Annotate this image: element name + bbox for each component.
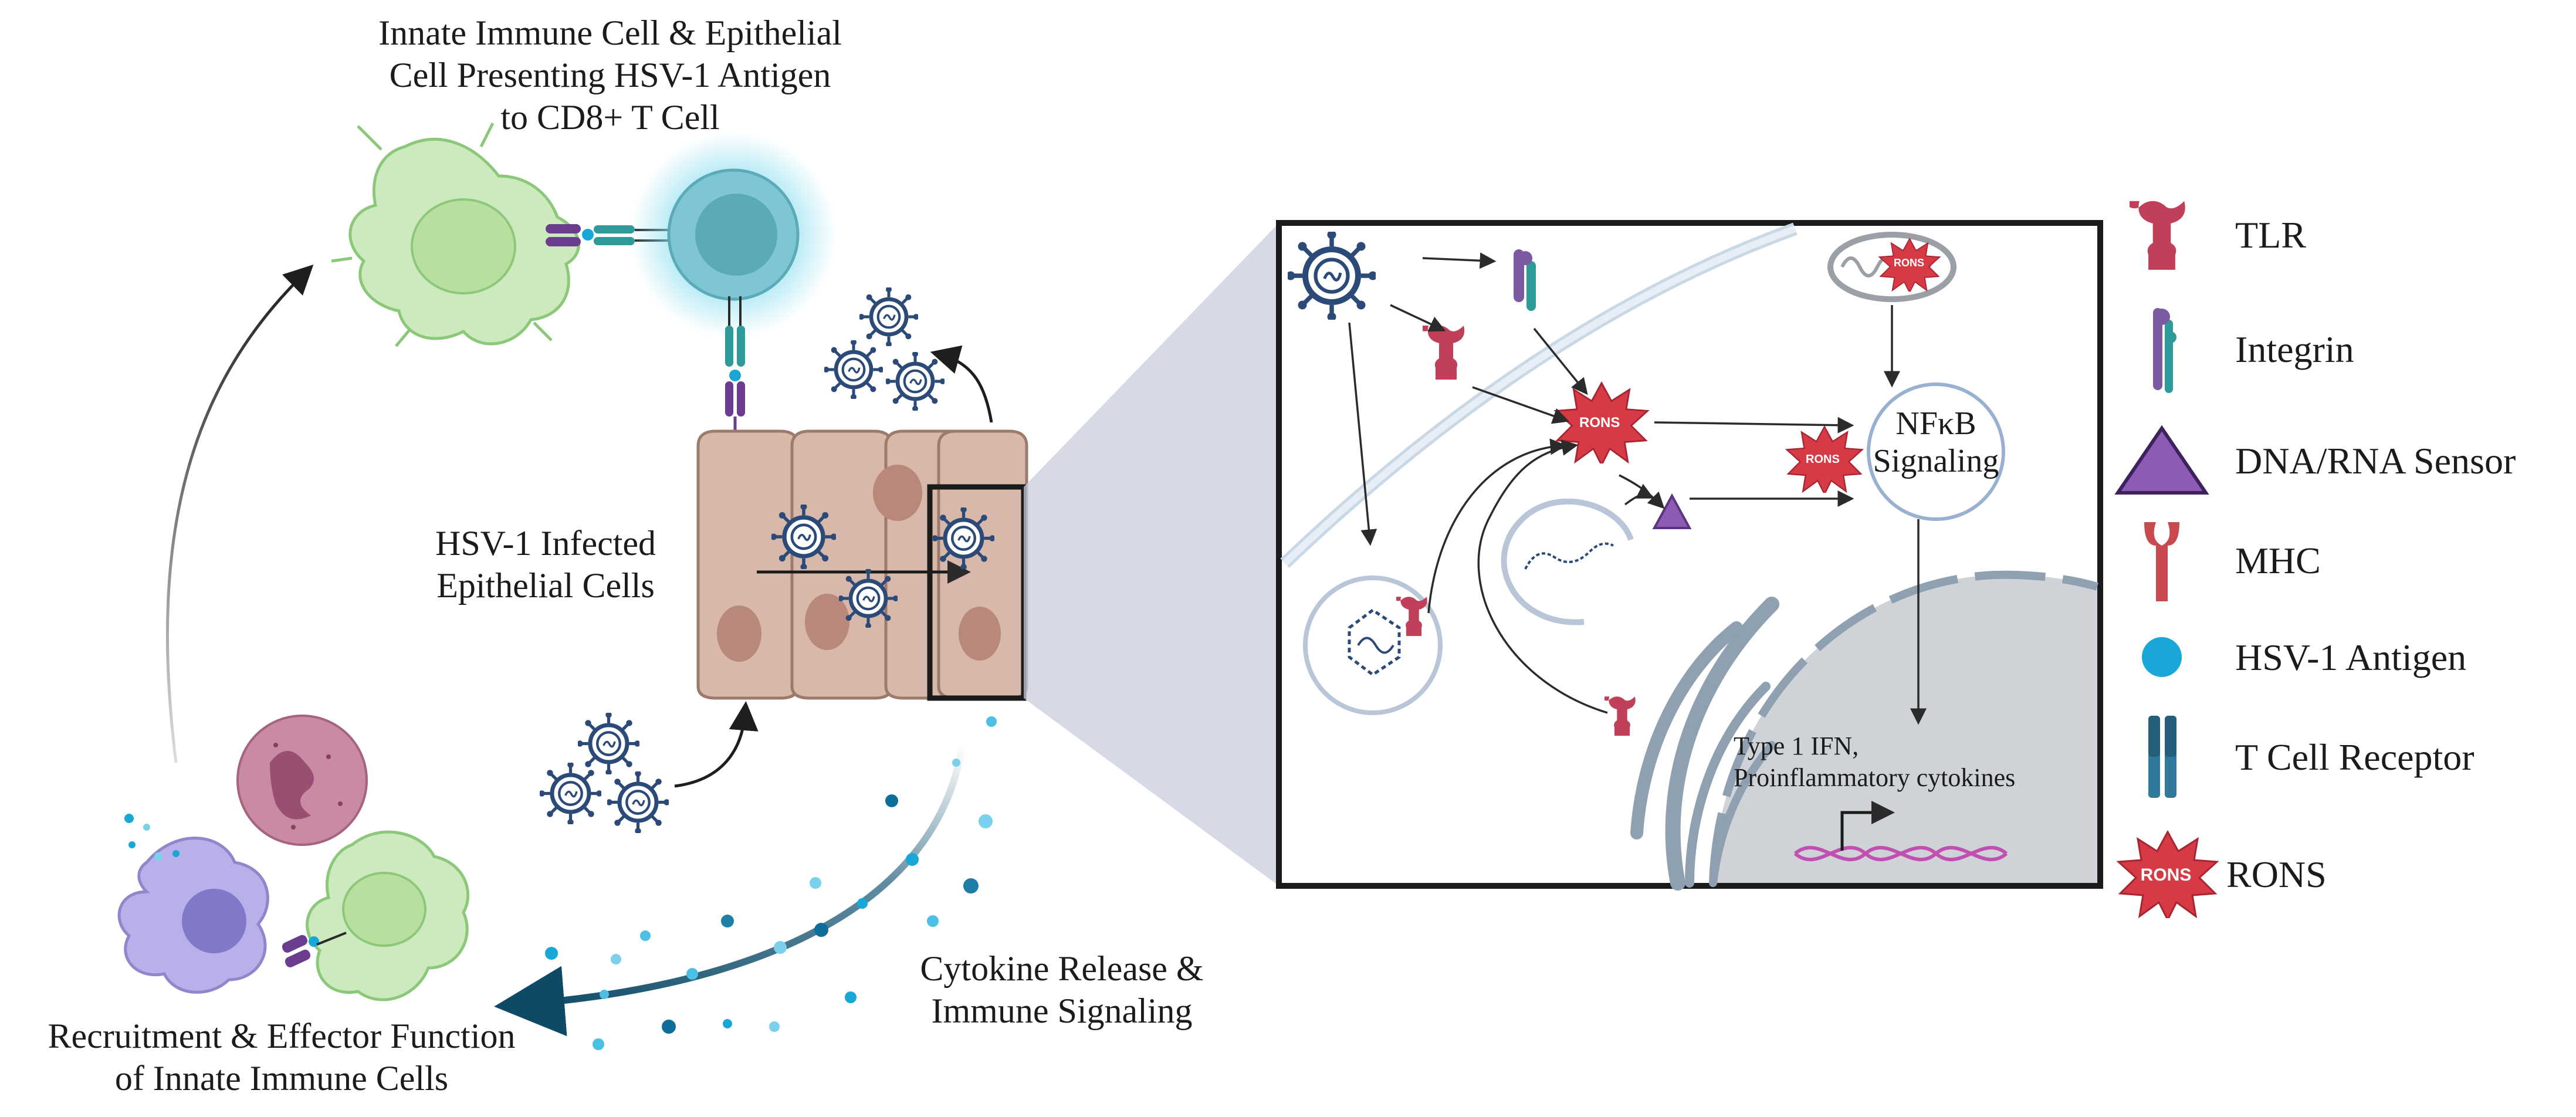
recruit-label-line2: of Innate Immune Cells: [114, 1059, 449, 1098]
dendritic-cell-top: [331, 122, 580, 347]
arrow-virus-release: [930, 345, 993, 423]
rons-icon: RONS: [2117, 831, 2218, 918]
tlr-icon: [2130, 201, 2185, 270]
legend-label: T Cell Receptor: [2235, 736, 2475, 778]
inset-integrin: [1514, 249, 1536, 311]
presenting-label-line3: to CD8+ T Cell: [500, 98, 720, 137]
arrow-virus-entry: [674, 701, 759, 788]
macrophage-cytokine-dots: [124, 814, 180, 861]
hsv1-antigen-icon: [2142, 637, 2182, 677]
recruit-label: Recruitment & Effector Function of Innat…: [12, 1015, 551, 1099]
cd8-t-cell: [631, 132, 836, 337]
nfkb-label-line2: Signaling: [1873, 443, 1999, 479]
rons-icon-text: RONS: [2141, 865, 2192, 885]
ifn-label-line2: Proinflammatory cytokines: [1734, 763, 2016, 792]
ifn-label: Type 1 IFN, Proinflammatory cytokines: [1734, 730, 2015, 794]
infected-label: HSV-1 Infected Epithelial Cells: [411, 522, 681, 607]
t-cell-receptor-icon: [2148, 716, 2176, 798]
cytokine-label-line2: Immune Signaling: [931, 991, 1193, 1030]
rons-mark-mito: RONS: [1894, 257, 1925, 269]
neutrophil: [236, 715, 368, 846]
nfkb-label-line1: NFκB: [1895, 405, 1976, 442]
epithelial-cells: [696, 429, 1028, 701]
legend-item-integrin: Integrin: [2106, 305, 2528, 393]
legend-item-tcr: T Cell Receptor: [2106, 713, 2528, 801]
integrin-icon: [2153, 308, 2176, 393]
rons-mark-nfkb: RONS: [1806, 453, 1840, 466]
presenting-label: Innate Immune Cell & Epithelial Cell Pre…: [334, 12, 886, 138]
legend-label: TLR: [2235, 214, 2306, 256]
legend-item-mhc: MHC: [2106, 516, 2528, 604]
recruit-label-line1: Recruitment & Effector Function: [48, 1017, 516, 1055]
legend-label: DNA/RNA Sensor: [2235, 440, 2516, 482]
presenting-label-line1: Innate Immune Cell & Epithelial: [378, 13, 842, 52]
cytokine-label-line1: Cytokine Release &: [920, 949, 1204, 988]
macrophage: [117, 837, 269, 994]
dna-rna-sensor-icon: [2114, 425, 2209, 495]
legend-item-tlr: TLR: [2106, 191, 2528, 279]
rons-mark-center: RONS: [1579, 415, 1620, 431]
infected-label-line2: Epithelial Cells: [436, 566, 655, 605]
inset-panel: [1276, 220, 2103, 891]
arrow-recruit-to-presenting: [165, 265, 314, 763]
zoom-cone: [1024, 223, 1279, 886]
nfkb-label: NFκB Signaling: [1871, 405, 2000, 480]
cytokine-dots: [545, 716, 997, 1050]
legend-item-antigen: HSV-1 Antigen: [2106, 613, 2528, 701]
tcr-mhc-vertical: [725, 296, 745, 440]
viruses-incoming: [539, 712, 670, 834]
viruses-released: [823, 286, 945, 411]
infected-label-line1: HSV-1 Infected: [435, 524, 656, 563]
inset-sensor: [1652, 493, 1692, 529]
legend-item-rons: RONS RONS: [2112, 830, 2534, 918]
legend-label: Integrin: [2235, 329, 2354, 370]
legend-label: MHC: [2235, 540, 2321, 581]
ifn-label-line1: Type 1 IFN,: [1734, 732, 1859, 760]
presenting-label-line2: Cell Presenting HSV-1 Antigen: [389, 56, 831, 94]
legend-label: HSV-1 Antigen: [2235, 637, 2467, 678]
mhc-icon: [2144, 522, 2179, 601]
legend-label: RONS: [2226, 854, 2327, 895]
nfkb-circle: [1867, 383, 2005, 521]
dna-helix: [1794, 845, 2008, 862]
cytokine-label: Cytokine Release & Immune Signaling: [886, 947, 1238, 1032]
legend-item-sensor: DNA/RNA Sensor: [2106, 417, 2528, 505]
dendritic-cell-bottom: [282, 830, 470, 1001]
